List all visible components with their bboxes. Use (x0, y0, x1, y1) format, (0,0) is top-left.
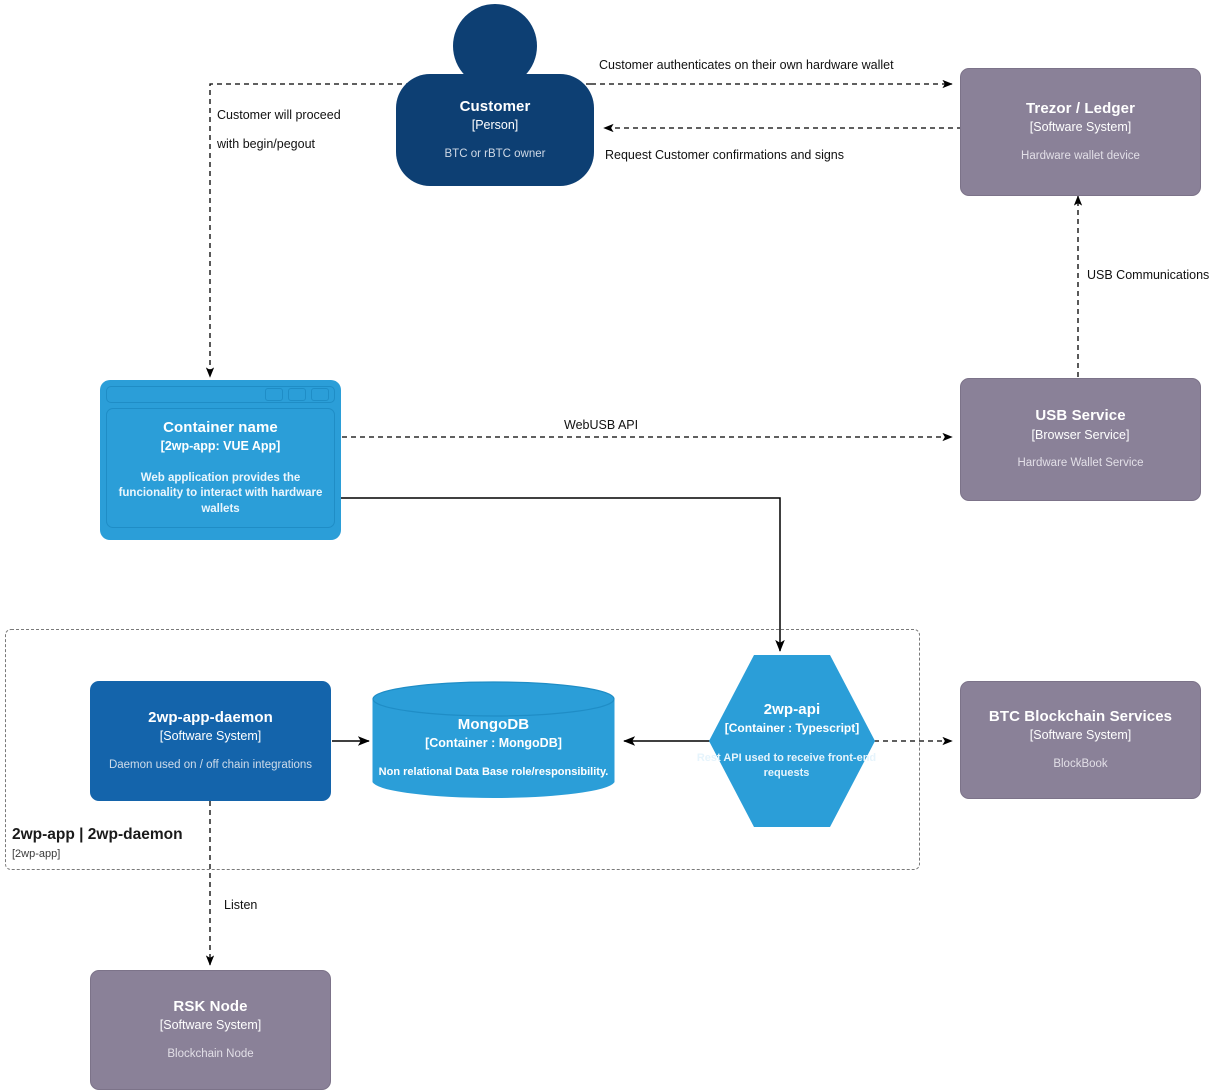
rsk-node-type: [Software System] (159, 1018, 262, 1033)
rsk-node-name: RSK Node (173, 997, 248, 1015)
mongodb-content: MongoDB [Container : MongoDB] Non relati… (372, 681, 615, 800)
btc-services-description: BlockBook (1053, 757, 1108, 770)
mongodb-description: Non relational Data Base role/responsibi… (378, 765, 609, 778)
browser-title-bar (106, 386, 335, 403)
node-mongodb[interactable]: MongoDB [Container : MongoDB] Non relati… (372, 681, 615, 800)
customer-description: BTC or rBTC owner (444, 147, 546, 160)
node-trezor-ledger[interactable]: Trezor / Ledger [Software System] Hardwa… (960, 68, 1201, 196)
usb-service-name: USB Service (1035, 407, 1126, 425)
trezor-ledger-type: [Software System] (1029, 120, 1132, 135)
web-app-name: Container name (163, 418, 278, 436)
node-customer[interactable]: Customer [Person] BTC or rBTC owner (396, 4, 594, 186)
trezor-ledger-description: Hardware wallet device (1021, 149, 1140, 162)
web-app-description: Web application provides the funcionalit… (118, 471, 323, 515)
customer-name: Customer (459, 97, 531, 115)
hexagon-shape-icon (709, 655, 875, 827)
btc-services-type: [Software System] (1029, 728, 1132, 743)
boundary-name: 2wp-app | 2wp-daemon (12, 826, 183, 843)
edge-label-listen: Listen (224, 898, 258, 912)
daemon-name: 2wp-app-daemon (148, 708, 273, 726)
system-boundary-2wp-app (5, 629, 920, 870)
btc-services-name: BTC Blockchain Services (988, 707, 1173, 725)
edge-label-customer-to-webapp-2: with begin/pegout (217, 137, 315, 151)
edge-label-usb-communications: USB Communications (1087, 268, 1210, 282)
trezor-ledger-name: Trezor / Ledger (1025, 99, 1136, 117)
node-web-app[interactable]: Container name [2wp-app: VUE App] Web ap… (100, 380, 341, 540)
usb-service-description: Hardware Wallet Service (1017, 457, 1144, 470)
edge-label-webusb-api: WebUSB API (564, 418, 639, 432)
api-content: 2wp-api [Container : Typescript] Rest AP… (697, 654, 876, 828)
usb-service-type: [Browser Service] (1031, 427, 1130, 442)
boundary-label: 2wp-app | 2wp-daemon [2wp-app] (12, 826, 352, 861)
api-type: [Container : Typescript] (724, 721, 860, 736)
cylinder-shape-icon (372, 681, 615, 798)
browser-window-dot-icon (311, 388, 329, 401)
node-usb-service[interactable]: USB Service [Browser Service] Hardware W… (960, 378, 1201, 501)
edge-label-customer-to-trezor: Customer authenticates on their own hard… (599, 58, 894, 72)
customer-body: Customer [Person] BTC or rBTC owner (396, 74, 594, 186)
web-app-type: [2wp-app: VUE App] (160, 439, 281, 454)
browser-window-dot-icon (288, 388, 306, 401)
node-btc-blockchain-services[interactable]: BTC Blockchain Services [Software System… (960, 681, 1201, 799)
api-name: 2wp-api (763, 701, 821, 719)
web-app-content: Container name [2wp-app: VUE App] Web ap… (106, 408, 335, 528)
node-2wp-app-daemon[interactable]: 2wp-app-daemon [Software System] Daemon … (90, 681, 331, 801)
api-description: Rest API used to receive front-end reque… (696, 751, 877, 779)
node-2wp-api[interactable]: 2wp-api [Container : Typescript] Rest AP… (697, 654, 876, 828)
mongodb-name: MongoDB (457, 715, 530, 733)
daemon-description: Daemon used on / off chain integrations (108, 758, 313, 771)
node-rsk-node[interactable]: RSK Node [Software System] Blockchain No… (90, 970, 331, 1090)
daemon-type: [Software System] (159, 729, 262, 744)
mongodb-type: [Container : MongoDB] (425, 736, 562, 751)
browser-window-dot-icon (265, 388, 283, 401)
edge-label-customer-to-webapp-1: Customer will proceed (217, 108, 341, 122)
edge-label-trezor-to-customer: Request Customer confirmations and signs (605, 148, 845, 162)
customer-type: [Person] (471, 118, 519, 133)
rsk-node-description: Blockchain Node (167, 1047, 254, 1060)
boundary-tech: [2wp-app] (12, 847, 61, 860)
